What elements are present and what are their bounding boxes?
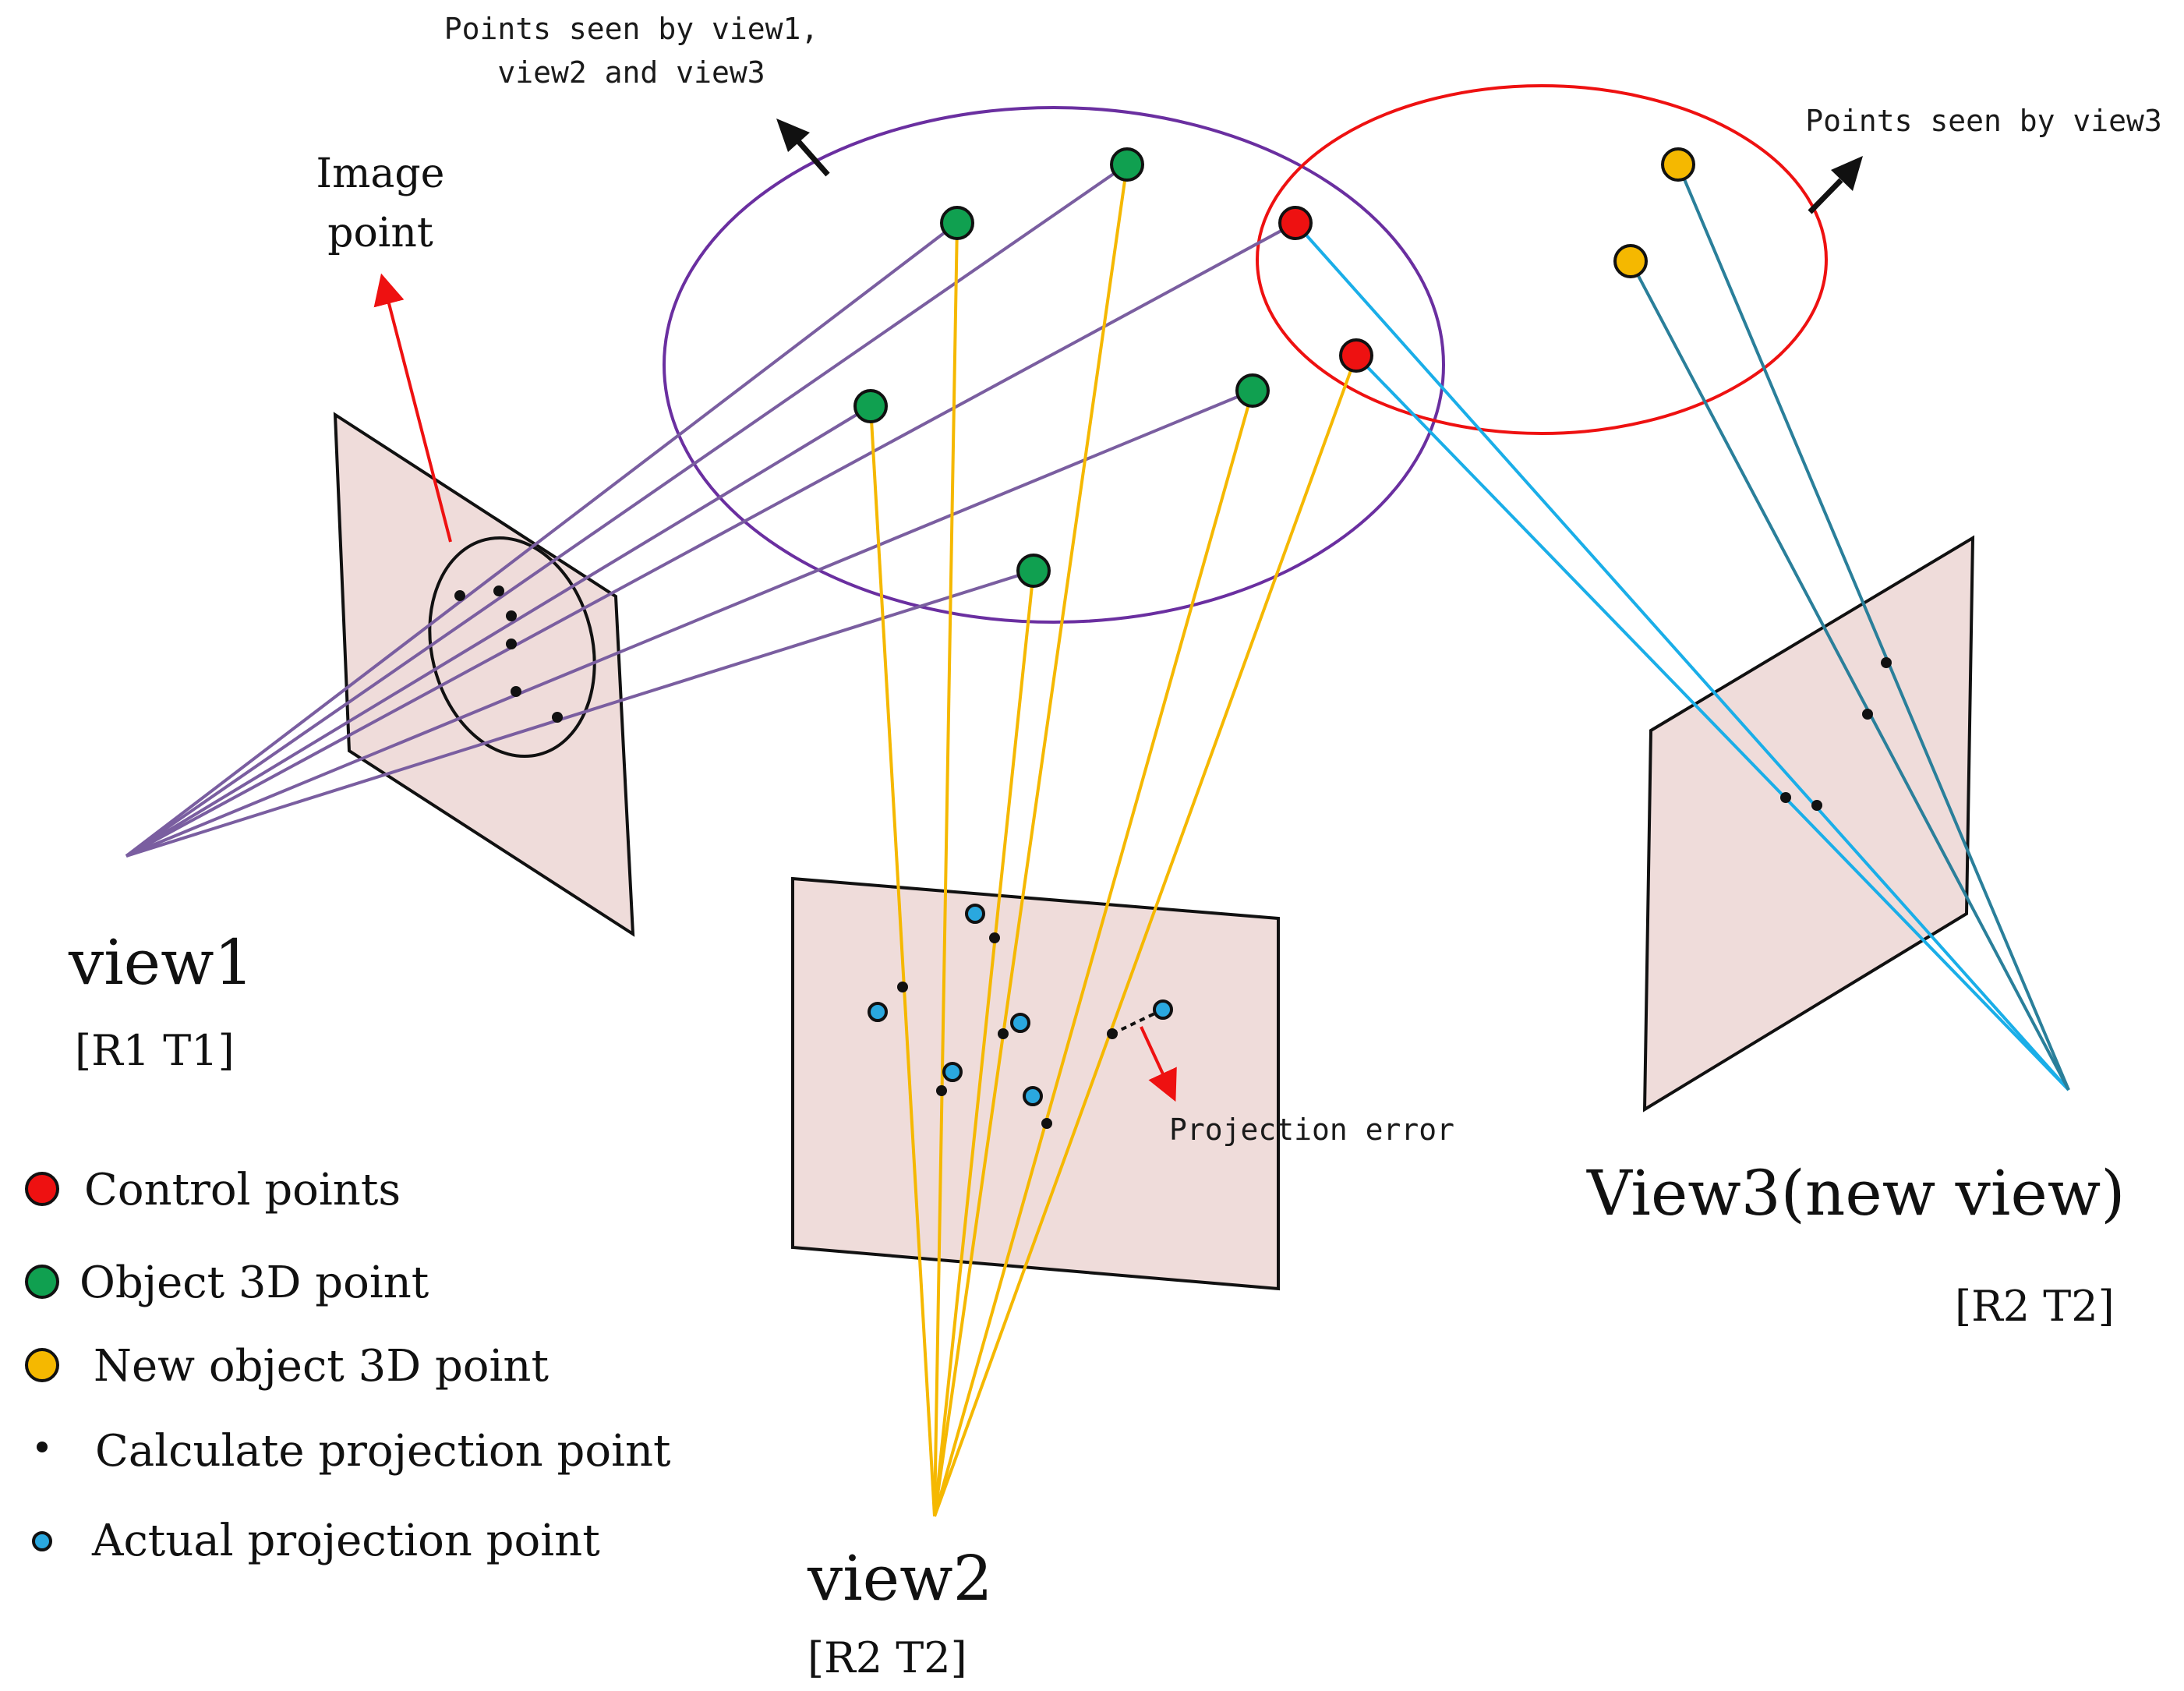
image-point-ellipse — [428, 536, 596, 759]
legend-new-object-label: New object 3D point — [94, 1341, 549, 1392]
image-point-label-line2: point — [327, 210, 433, 256]
view1-image-plane — [333, 412, 635, 937]
view1-title: view1 — [68, 926, 254, 999]
legend-object-marker — [25, 1265, 59, 1299]
view2-title: view2 — [807, 1542, 993, 1615]
projection-error-arrow — [1140, 1026, 1177, 1102]
view3-points-arrow — [1808, 156, 1863, 214]
legend-actual-marker — [32, 1531, 52, 1551]
view2-params: [R2 T2] — [808, 1633, 967, 1682]
calculated-projection-points — [454, 585, 1892, 1129]
shared-points-ellipse — [663, 106, 1445, 624]
new-object-3d-points — [1613, 147, 1695, 278]
legend-calc-label: Calculate projection point — [95, 1426, 671, 1477]
shared-points-arrow — [776, 119, 830, 177]
control-points — [1278, 206, 1373, 373]
view2-image-plane — [791, 876, 1280, 1291]
image-point-arrow — [373, 273, 452, 543]
legend-control-label: Control points — [84, 1165, 401, 1215]
legend-control-marker — [25, 1172, 59, 1206]
object-3d-points — [853, 147, 1270, 588]
shared-points-label-line1: Points seen by view1, — [444, 12, 818, 46]
image-point-label-line1: Image — [316, 150, 445, 197]
view3-params: [R2 T2] — [1955, 1282, 2115, 1331]
view1-params: [R1 T1] — [75, 1026, 235, 1075]
view3-points-label: Points seen by view3 — [1805, 104, 2162, 138]
view3-title: View3(new view) — [1586, 1157, 2125, 1229]
legend-actual-label: Actual projection point — [91, 1516, 600, 1566]
legend: Control points Object 3D point New objec… — [25, 1165, 671, 1566]
legend-new-object-marker — [25, 1348, 59, 1382]
view3-points-ellipse — [1256, 84, 1828, 435]
view1-rays — [125, 163, 1296, 858]
view2-rays — [869, 164, 1358, 1517]
legend-calc-marker — [37, 1442, 48, 1452]
view3-rays — [1294, 164, 2070, 1091]
actual-projection-points — [868, 904, 1173, 1106]
projection-error-label: Projection error — [1169, 1113, 1454, 1147]
legend-object-label: Object 3D point — [80, 1258, 429, 1308]
shared-points-label-line2: view2 and view3 — [497, 55, 765, 90]
